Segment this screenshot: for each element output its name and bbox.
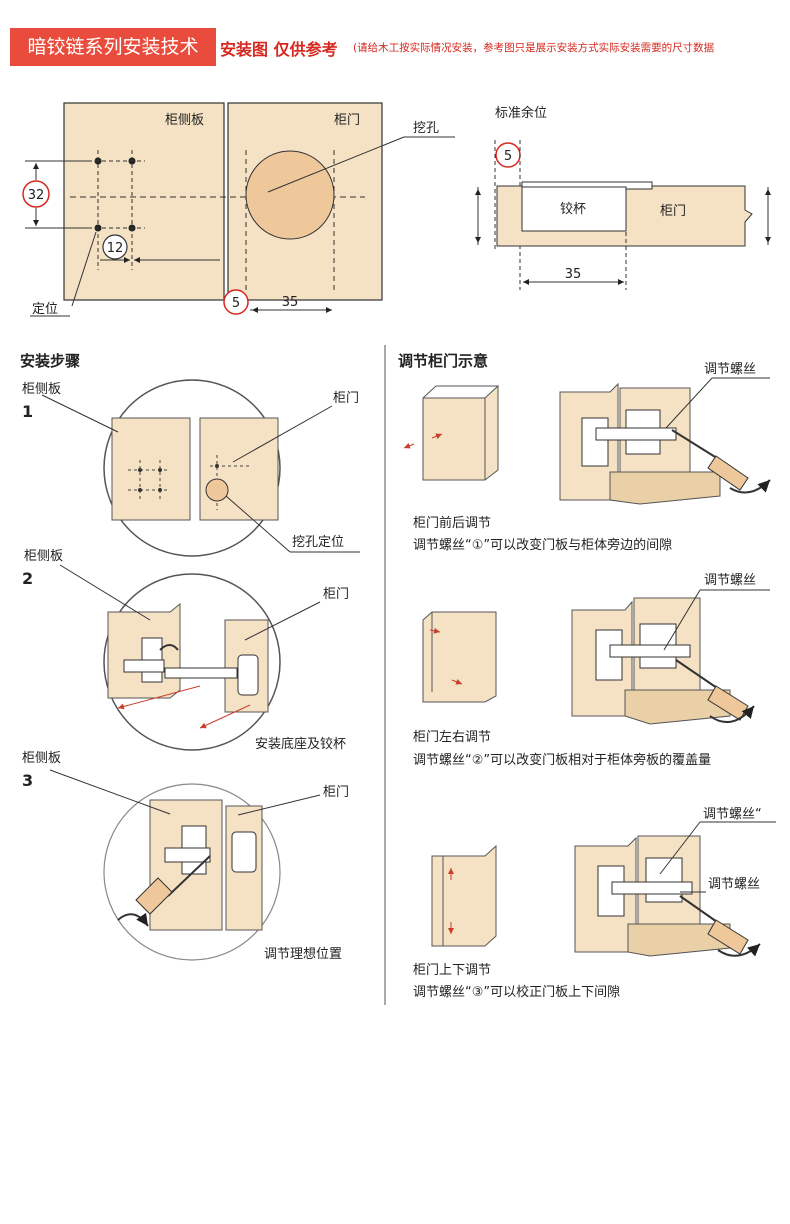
step2-side-label: 柜侧板 bbox=[24, 549, 63, 564]
adjust-screw-label-3b: 调节螺丝 bbox=[708, 877, 760, 892]
door-adjustment: 调节柜门示意 调节螺丝 柜门前后调节 调节螺丝“①”可以改变门板与柜体旁边的间隙 bbox=[398, 352, 776, 1000]
step1-caption: 挖孔定位 bbox=[292, 535, 344, 550]
adjust-item-3: 调节螺丝“ 调节螺丝 柜门上下调节 调节螺丝“③”可以校正门板上下间隙 bbox=[413, 807, 776, 1000]
step-1: 柜侧板 1 柜门 挖孔定位 bbox=[22, 379, 360, 557]
door-label: 柜门 bbox=[334, 113, 360, 128]
adjust-item2-desc: 调节螺丝“②”可以改变门板相对于柜体旁板的覆盖量 bbox=[413, 752, 711, 768]
side-panel-label: 柜侧板 bbox=[165, 113, 204, 128]
adjust-screw-label-3a: 调节螺丝“ bbox=[703, 807, 762, 822]
dim-35: 35 bbox=[282, 295, 299, 310]
adjust-item3-desc: 调节螺丝“③”可以校正门板上下间隙 bbox=[413, 984, 620, 1000]
page-subtitle: 安装图 仅供参考 bbox=[220, 40, 338, 59]
position-label: 定位 bbox=[32, 302, 58, 317]
dim-5b: 5 bbox=[504, 149, 512, 164]
dim-12: 12 bbox=[107, 241, 124, 256]
step3-door-label: 柜门 bbox=[323, 785, 349, 800]
top-dimension-diagram: 柜侧板 柜门 挖孔 32 12 bbox=[22, 102, 771, 317]
dim-12-circle bbox=[102, 234, 128, 260]
steps-title: 安装步骤 bbox=[20, 352, 80, 370]
page-title: 暗铰链系列安装技术 bbox=[10, 28, 216, 66]
install-steps: 安装步骤 柜侧板 1 柜门 挖孔定位 柜侧板 2 bbox=[20, 352, 360, 962]
hole-leader bbox=[267, 136, 405, 193]
dim-32: 32 bbox=[28, 188, 45, 203]
step1-side-label: 柜侧板 bbox=[22, 382, 61, 397]
step3-num: 3 bbox=[22, 771, 33, 790]
dim-5: 5 bbox=[232, 296, 240, 311]
adjust-item-2: 调节螺丝 柜门左右调节 调节螺丝“②”可以改变门板相对于柜体旁板的覆盖量 bbox=[413, 573, 770, 768]
step3-side-label: 柜侧板 bbox=[22, 751, 61, 766]
dim-32-circle bbox=[22, 180, 50, 208]
step-2: 柜侧板 2 柜门 安装底座及铰杯 bbox=[22, 549, 349, 752]
dim-35b: 35 bbox=[565, 267, 582, 282]
adjust-item1-desc: 调节螺丝“①”可以改变门板与柜体旁边的间隙 bbox=[413, 537, 672, 553]
step1-door-label: 柜门 bbox=[333, 391, 359, 406]
adjust-screw-label-2: 调节螺丝 bbox=[704, 573, 756, 588]
step2-num: 2 bbox=[22, 569, 33, 588]
hole-label: 挖孔 bbox=[413, 121, 439, 136]
dim-5-circle bbox=[223, 289, 249, 315]
cup-hole bbox=[245, 150, 335, 240]
step1-num: 1 bbox=[22, 402, 33, 421]
adjust-title: 调节柜门示意 bbox=[398, 352, 488, 370]
cup-label: 铰杯 bbox=[560, 202, 586, 217]
adjust-item3-title: 柜门上下调节 bbox=[413, 963, 491, 978]
adjust-screw-label-1: 调节螺丝 bbox=[704, 362, 756, 377]
adjust-item1-title: 柜门前后调节 bbox=[413, 515, 491, 531]
allowance-label: 标准余位 bbox=[495, 105, 547, 121]
adjust-item2-title: 柜门左右调节 bbox=[413, 730, 491, 745]
step-3: 柜侧板 3 柜门 调节理想位置 bbox=[22, 751, 349, 962]
adjust-item-1: 调节螺丝 柜门前后调节 调节螺丝“①”可以改变门板与柜体旁边的间隙 bbox=[403, 362, 771, 553]
cup-profile bbox=[521, 186, 627, 232]
header-banner: 暗铰链系列安装技术 安装图 仅供参考 (请给木工按实际情况安装，参考图只是展示安… bbox=[0, 18, 790, 70]
door-label-2: 柜门 bbox=[660, 204, 686, 219]
step2-caption: 安装底座及铰杯 bbox=[255, 736, 346, 752]
side-panel-rect bbox=[63, 102, 225, 301]
page-note: (请给木工按实际情况安装，参考图只是展示安装方式实际安装需要的尺寸数据 bbox=[353, 42, 715, 54]
step2-door-label: 柜门 bbox=[323, 587, 349, 602]
step3-caption: 调节理想位置 bbox=[264, 946, 342, 962]
